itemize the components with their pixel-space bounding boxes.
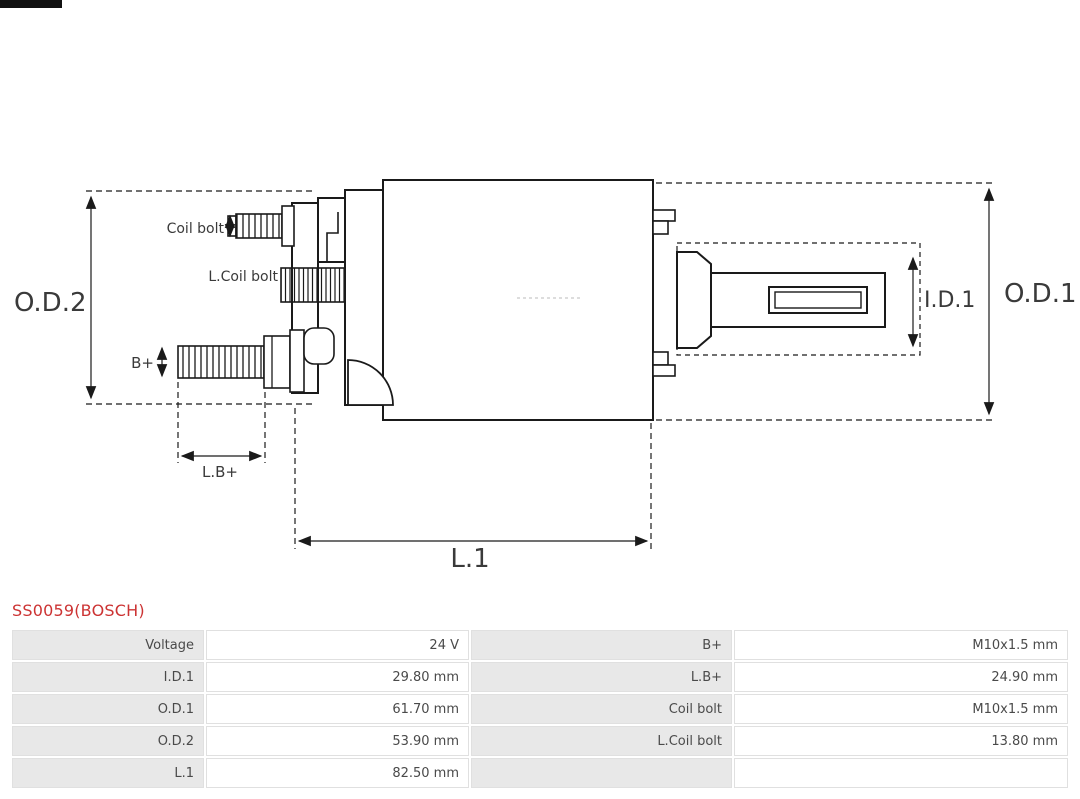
spec-value: M10x1.5 mm xyxy=(734,694,1068,724)
spec-label: O.D.2 xyxy=(12,726,204,756)
spec-label xyxy=(471,758,732,788)
solenoid-diagram: O.D.2 O.D.1 I.D.1 L.1 L.B+ B+ Coil bolt … xyxy=(14,179,1077,574)
terminal-tab-top-inner xyxy=(652,220,669,235)
coil-bolt-washer xyxy=(281,205,295,247)
dim-l1 xyxy=(294,408,652,549)
product-title[interactable]: SS0059(BOSCH) xyxy=(12,601,145,620)
dim-label-id1: I.D.1 xyxy=(924,288,975,313)
dim-label-coil-bolt: Coil bolt xyxy=(167,221,225,237)
spec-table: Voltage 24 V B+ M10x1.5 mm I.D.1 29.80 m… xyxy=(10,628,1070,790)
bplus-boss xyxy=(303,327,335,365)
dim-label-l1: L.1 xyxy=(450,544,489,574)
table-row: O.D.2 53.90 mm L.Coil bolt 13.80 mm xyxy=(12,726,1068,756)
spec-value: 13.80 mm xyxy=(734,726,1068,756)
terminal-tab-bottom-outer xyxy=(652,364,676,377)
spec-value: 29.80 mm xyxy=(206,662,469,692)
dimensions xyxy=(85,182,996,549)
table-row: I.D.1 29.80 mm L.B+ 24.90 mm xyxy=(12,662,1068,692)
top-bracket xyxy=(317,197,346,263)
bplus-stud-thread xyxy=(177,345,265,379)
solenoid-body xyxy=(382,179,654,421)
coil-bolt-thread xyxy=(235,213,283,239)
spec-label: L.Coil bolt xyxy=(471,726,732,756)
table-row: Voltage 24 V B+ M10x1.5 mm xyxy=(12,630,1068,660)
table-row: O.D.1 61.70 mm Coil bolt M10x1.5 mm xyxy=(12,694,1068,724)
technical-drawing: O.D.2 O.D.1 I.D.1 L.1 L.B+ B+ Coil bolt … xyxy=(14,179,1077,574)
spec-value: 82.50 mm xyxy=(206,758,469,788)
dim-id1 xyxy=(676,242,921,356)
spec-value xyxy=(734,758,1068,788)
spec-label: Coil bolt xyxy=(471,694,732,724)
spec-value: 24.90 mm xyxy=(734,662,1068,692)
end-cap xyxy=(676,251,712,349)
spec-value: 53.90 mm xyxy=(206,726,469,756)
spec-label: L.1 xyxy=(12,758,204,788)
solenoid-part xyxy=(177,179,886,421)
bracket-slot xyxy=(326,212,339,262)
spec-value: M10x1.5 mm xyxy=(734,630,1068,660)
bottom-fillet xyxy=(347,359,394,406)
spec-label: L.B+ xyxy=(471,662,732,692)
dim-label-lbplus: L.B+ xyxy=(202,463,238,481)
dim-lbplus xyxy=(177,382,266,463)
dim-label-l-coil-bolt: L.Coil bolt xyxy=(208,269,278,285)
dim-label-od2: O.D.2 xyxy=(14,288,87,318)
spec-label: Voltage xyxy=(12,630,204,660)
top-left-logo xyxy=(0,0,62,8)
dim-label-bplus: B+ xyxy=(131,354,154,372)
dim-label-od1: O.D.1 xyxy=(1004,279,1077,309)
coil-bolt-tip xyxy=(227,215,237,237)
spec-value: 24 V xyxy=(206,630,469,660)
bplus-washer xyxy=(289,329,305,393)
table-row: L.1 82.50 mm xyxy=(12,758,1068,788)
spec-value: 61.70 mm xyxy=(206,694,469,724)
shaft-slot-inner xyxy=(774,291,862,309)
dim-od2 xyxy=(85,190,312,405)
coil-bolt-bushing xyxy=(280,267,346,303)
terminal-tab-bottom-inner xyxy=(652,351,669,366)
dim-od1 xyxy=(656,182,996,421)
spec-label: B+ xyxy=(471,630,732,660)
spec-label: I.D.1 xyxy=(12,662,204,692)
bplus-nut xyxy=(263,335,291,389)
spec-label: O.D.1 xyxy=(12,694,204,724)
terminal-tab-top-outer xyxy=(652,209,676,222)
